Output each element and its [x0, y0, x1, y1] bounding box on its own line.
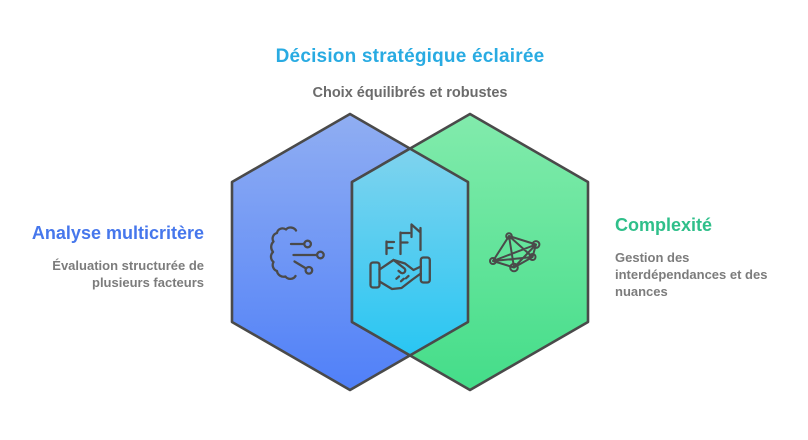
left-node-title: Analyse multicritère [31, 223, 204, 243]
overlap-hexagon [350, 147, 470, 357]
handshake-icon [369, 223, 431, 291]
right-node-label: Complexité Gestion des interdépendances … [615, 215, 773, 300]
page-subtitle: Choix équilibrés et robustes [312, 85, 508, 101]
page-title: Décision stratégique éclairée [275, 46, 545, 67]
network-graph-icon [489, 232, 541, 273]
left-node-subtitle: Évaluation structurée de plusieurs facte… [52, 257, 204, 290]
right-node-title: Complexité [615, 215, 713, 235]
brain-circuit-icon [269, 226, 325, 281]
diagram-header: Décision stratégique éclairée Choix équi… [6, 46, 808, 101]
right-node-subtitle: Gestion des interdépendances et des nuan… [615, 249, 768, 300]
left-node-label: Analyse multicritère Évaluation structur… [14, 223, 204, 291]
